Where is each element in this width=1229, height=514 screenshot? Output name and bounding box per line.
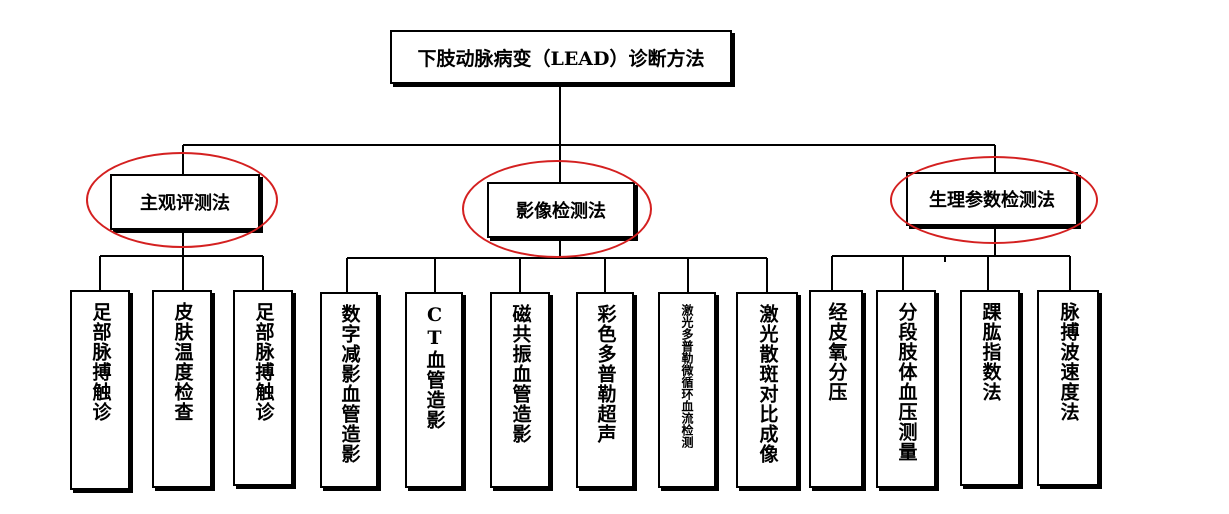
leaf-label: 踝肱指数法 — [979, 302, 1002, 402]
leaf-item: CT血管造影 — [405, 292, 463, 488]
leaf-item: 脉搏波速度法 — [1037, 290, 1099, 486]
leaf-label: 激光散斑对比成像 — [756, 304, 779, 464]
category-imaging: 影像检测法 — [487, 182, 635, 238]
leaf-item: 彩色多普勒超声 — [576, 292, 634, 488]
leaf-item: 分段肢体血压测量 — [876, 290, 936, 488]
category-label: 主观评测法 — [140, 193, 230, 214]
leaf-label: 磁共振血管造影 — [509, 304, 532, 444]
leaf-label: CT血管造影 — [423, 304, 446, 430]
leaf-item: 经皮氧分压 — [809, 290, 863, 488]
leaf-label: 激光多普勒微循环血流检测 — [680, 304, 694, 448]
category-label: 影像检测法 — [516, 201, 606, 222]
root-label: 下肢动脉病变（LEAD）诊断方法 — [417, 47, 705, 70]
leaf-item: 足部脉搏触诊 — [70, 290, 130, 490]
leaf-item: 皮肤温度检查 — [152, 290, 212, 488]
leaf-label: 分段肢体血压测量 — [895, 302, 918, 462]
leaf-item: 踝肱指数法 — [960, 290, 1020, 486]
category-label: 生理参数检测法 — [929, 190, 1055, 211]
leaf-label: 彩色多普勒超声 — [594, 304, 617, 444]
leaf-label: 经皮氧分压 — [825, 302, 848, 402]
leaf-item: 磁共振血管造影 — [490, 292, 550, 488]
leaf-item: 足部脉搏触诊 — [233, 290, 293, 486]
leaf-item: 激光散斑对比成像 — [736, 292, 798, 488]
leaf-label: 脉搏波速度法 — [1057, 302, 1080, 422]
leaf-label: 足部脉搏触诊 — [89, 302, 112, 422]
leaf-item: 数字减影血管造影 — [320, 292, 378, 488]
leaf-label: 足部脉搏触诊 — [252, 302, 275, 422]
category-subjective: 主观评测法 — [110, 174, 260, 230]
leaf-item: 激光多普勒微循环血流检测 — [658, 292, 716, 488]
leaf-label: 数字减影血管造影 — [338, 304, 361, 464]
leaf-label: 皮肤温度检查 — [171, 302, 194, 422]
category-physiological: 生理参数检测法 — [906, 172, 1078, 226]
root-node: 下肢动脉病变（LEAD）诊断方法 — [390, 30, 732, 84]
